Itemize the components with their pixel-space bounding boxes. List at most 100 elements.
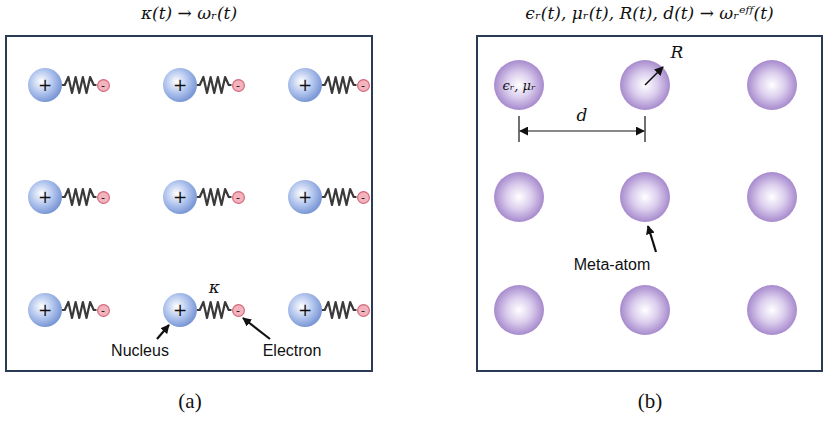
nucleus-circle: +	[28, 293, 62, 327]
spring-constant-label: κ	[209, 278, 220, 297]
spring-connector	[62, 189, 97, 205]
node-circle	[357, 191, 369, 203]
node-circle	[232, 304, 244, 316]
spring-connector	[322, 302, 357, 318]
spring-connector	[322, 77, 357, 93]
charge-sign: -	[361, 80, 365, 91]
node-circle	[288, 180, 322, 214]
spring-connector	[62, 77, 97, 93]
node-circle	[28, 68, 62, 102]
charge-sign: +	[173, 77, 187, 94]
meta-atom	[747, 285, 797, 335]
charge-sign: -	[361, 192, 365, 203]
nucleus-circle: +	[163, 180, 197, 214]
dimension-line	[520, 130, 644, 131]
node-circle	[163, 180, 197, 214]
nucleus-circle: +	[288, 68, 322, 102]
radius-arrow	[645, 67, 663, 85]
meta-atom	[494, 285, 544, 335]
electron-circle: -	[232, 191, 245, 204]
node-circle	[288, 68, 322, 102]
spring-connector	[197, 77, 232, 93]
charge-sign: -	[361, 305, 365, 316]
panel-caption: (b)	[638, 390, 663, 413]
charge-sign: +	[298, 77, 312, 94]
charge-sign: +	[38, 302, 52, 319]
spring-connector	[322, 189, 357, 205]
electron-circle: -	[357, 79, 370, 92]
part-label: Meta-atom	[574, 256, 650, 274]
dimension-label: d	[577, 106, 588, 125]
charge-sign: -	[101, 305, 105, 316]
node-circle	[28, 293, 62, 327]
meta-atom	[620, 60, 670, 110]
part-label: Nucleus	[111, 342, 169, 360]
spring-connector	[62, 302, 97, 318]
electron-circle: -	[357, 191, 370, 204]
panel-frame: κ(t) → ωᵣ(t)+-+-+-+-+-+-+-+-+-	[5, 35, 373, 372]
meta-atom	[747, 60, 797, 110]
charge-sign: +	[173, 189, 187, 206]
leader-arrow	[243, 318, 270, 339]
panel-heading: ϵᵣ(t), μᵣ(t), R(t), d(t) → ωᵣᵉᶠᶠ(t)	[478, 3, 821, 23]
panel-heading: κ(t) → ωᵣ(t)	[7, 3, 371, 23]
leader-arrow	[648, 226, 656, 252]
panel-heading-text: ϵᵣ(t), μᵣ(t), R(t), d(t) → ωᵣᵉᶠᶠ(t)	[525, 3, 773, 23]
electron-circle: -	[232, 79, 245, 92]
node-circle	[28, 180, 62, 214]
meta-atom	[620, 172, 670, 222]
dimension-tick	[518, 116, 519, 142]
charge-sign: +	[38, 77, 52, 94]
node-circle	[288, 293, 322, 327]
nucleus-circle: +	[163, 68, 197, 102]
nucleus-circle: +	[288, 180, 322, 214]
meta-atom	[747, 172, 797, 222]
charge-sign: +	[298, 189, 312, 206]
meta-atom	[620, 285, 670, 335]
charge-sign: -	[236, 192, 240, 203]
panel-heading-text: κ(t) → ωᵣ(t)	[141, 3, 237, 23]
charge-sign: +	[298, 302, 312, 319]
leader-arrow	[157, 325, 169, 339]
electron-circle: -	[97, 79, 110, 92]
panel-frame: ϵᵣ(t), μᵣ(t), R(t), d(t) → ωᵣᵉᶠᶠ(t)ϵᵣ, μ…	[476, 35, 823, 372]
node-circle	[357, 304, 369, 316]
spring-connector	[197, 189, 232, 205]
node-circle	[357, 79, 369, 91]
nucleus-circle: +	[28, 180, 62, 214]
node-circle	[232, 191, 244, 203]
charge-sign: -	[236, 80, 240, 91]
electron-circle: -	[97, 304, 110, 317]
node-circle	[97, 304, 109, 316]
charge-sign: -	[101, 80, 105, 91]
meta-atom-grid	[494, 60, 797, 335]
node-circle	[163, 68, 197, 102]
nucleus-circle: +	[288, 293, 322, 327]
charge-sign: +	[38, 189, 52, 206]
dimension-tick	[644, 116, 645, 142]
nucleus-circle: +	[28, 68, 62, 102]
charge-sign: -	[101, 192, 105, 203]
node-circle	[163, 293, 197, 327]
material-label: ϵᵣ, μᵣ	[502, 79, 535, 92]
charge-sign: -	[236, 305, 240, 316]
electron-circle: -	[357, 304, 370, 317]
node-circle	[97, 79, 109, 91]
meta-atom: ϵᵣ, μᵣ	[494, 60, 544, 110]
electron-circle: -	[97, 191, 110, 204]
node-circle	[494, 60, 544, 110]
node-circle	[97, 191, 109, 203]
nucleus-circle: +	[163, 293, 197, 327]
dimension-label: R	[671, 43, 684, 62]
panel-caption: (a)	[178, 390, 201, 413]
spring-connector	[197, 302, 232, 318]
meta-atom	[494, 172, 544, 222]
part-label: Electron	[263, 342, 322, 360]
node-circle	[232, 79, 244, 91]
electron-circle: -	[232, 304, 245, 317]
charge-sign: +	[173, 302, 187, 319]
